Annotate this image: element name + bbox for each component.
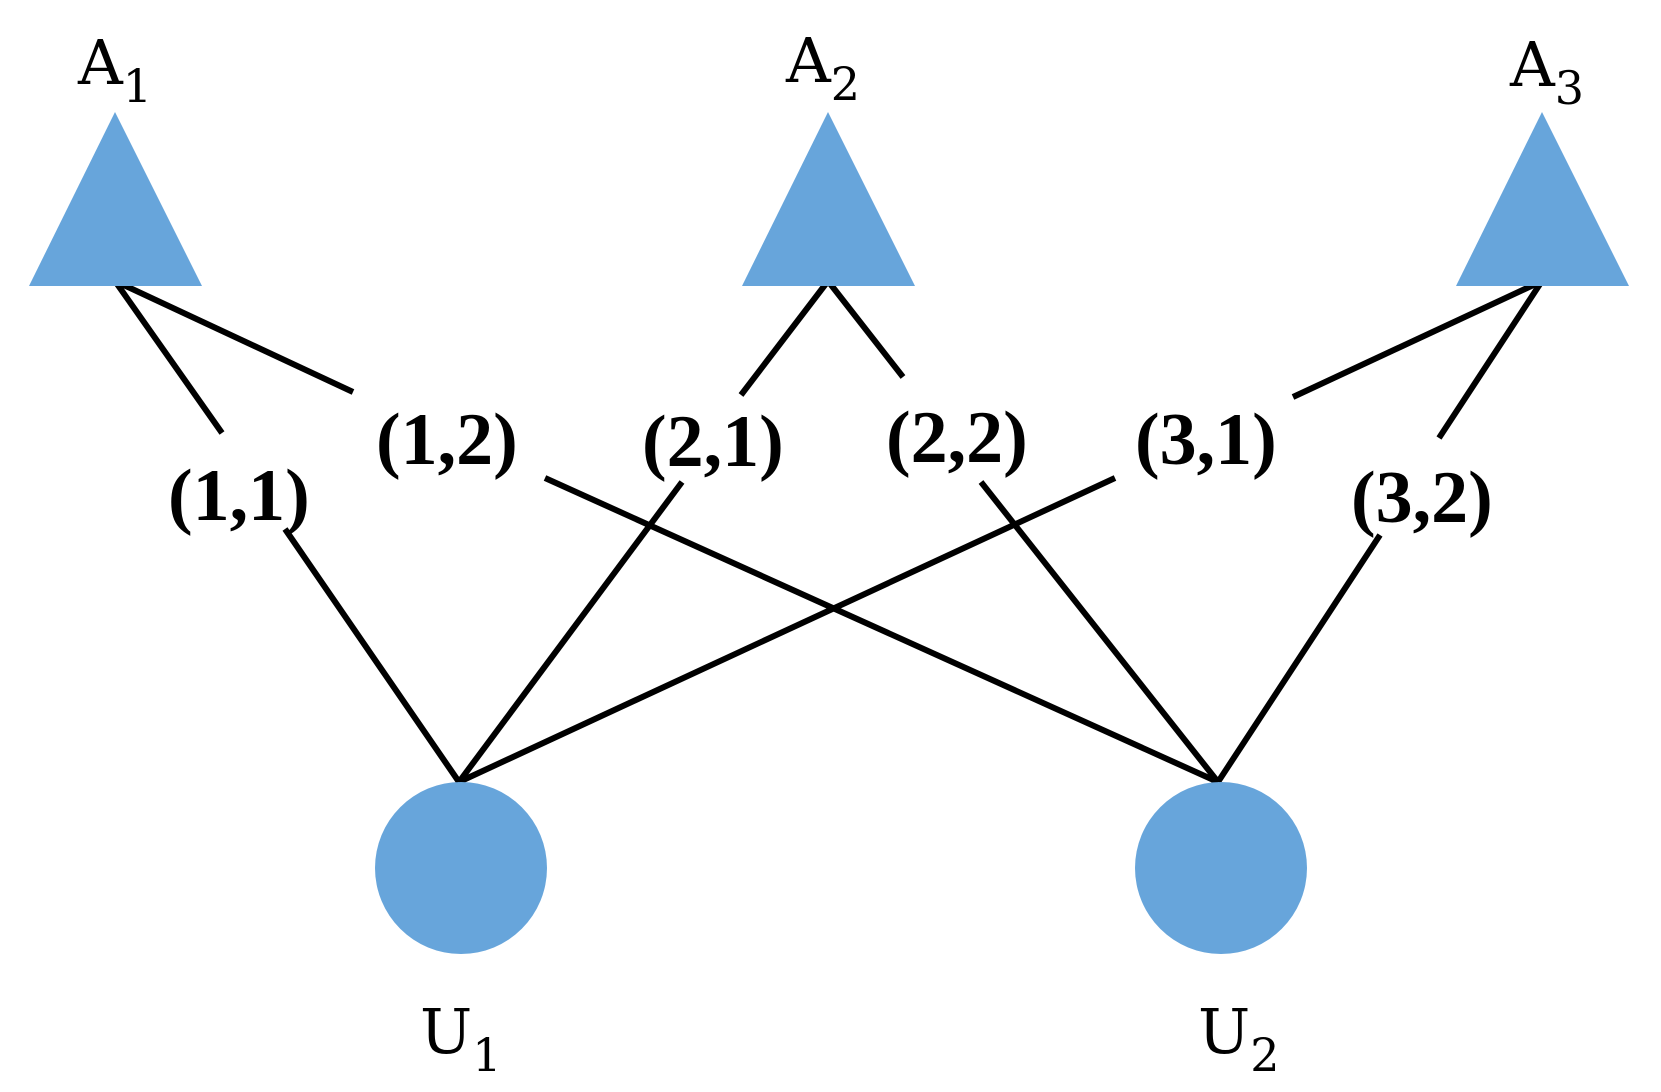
edge-labels: (1,1) (1,2) (2,1) (2,2) (3,1) (3,2)	[168, 397, 1493, 539]
label-a2-base: A	[785, 24, 832, 97]
circle-node-u1	[375, 782, 547, 954]
edge-a1-u1-upper	[112, 279, 225, 435]
edge-a3-u2-lower	[1215, 533, 1383, 784]
edge-a3-u1-upper	[1291, 278, 1544, 400]
top-nodes	[29, 112, 1629, 286]
edge-a1-u2-upper	[113, 278, 355, 395]
edge-a1-u2-lower	[543, 475, 1220, 785]
label-u2-base: U	[1198, 995, 1250, 1068]
label-a1-base: A	[77, 26, 124, 99]
triangle-node-a2	[742, 112, 915, 286]
label-u1: U1	[420, 995, 502, 1082]
edge-a2-u1-lower	[456, 480, 685, 784]
triangle-node-a1	[29, 112, 202, 286]
label-a2: A2	[785, 24, 860, 111]
edge-a1-u1-lower	[282, 527, 462, 784]
edge-label-1-1: (1,1)	[168, 455, 310, 537]
label-a3: A3	[1509, 28, 1584, 115]
label-a3-sub: 3	[1555, 61, 1584, 115]
edge-a3-u2-upper	[1436, 279, 1545, 440]
top-node-labels: A1 A2 A3	[77, 24, 1584, 115]
label-a3-base: A	[1509, 28, 1556, 101]
label-a1-sub: 1	[123, 59, 152, 113]
label-u1-sub: 1	[472, 1028, 501, 1082]
label-u2: U2	[1198, 995, 1280, 1082]
label-u1-base: U	[420, 995, 472, 1068]
circle-node-u2	[1135, 782, 1307, 954]
label-a1: A1	[77, 26, 152, 113]
bottom-nodes	[375, 782, 1307, 954]
edge-a3-u1-lower	[457, 475, 1117, 785]
edge-a2-u2-upper	[825, 279, 906, 379]
triangle-node-a3	[1456, 112, 1629, 286]
edge-label-2-2: (2,2)	[886, 397, 1028, 479]
edges	[112, 278, 1545, 785]
edge-label-1-2: (1,2)	[376, 399, 518, 481]
label-a2-sub: 2	[831, 57, 860, 111]
edge-label-3-2: (3,2)	[1351, 457, 1493, 539]
bottom-node-labels: U1 U2	[420, 995, 1280, 1082]
edge-a2-u1-upper	[738, 279, 831, 397]
edge-label-2-1: (2,1)	[642, 401, 784, 483]
label-u2-sub: 2	[1250, 1028, 1279, 1082]
edge-a2-u2-lower	[978, 480, 1221, 784]
edge-label-3-1: (3,1)	[1135, 399, 1277, 481]
